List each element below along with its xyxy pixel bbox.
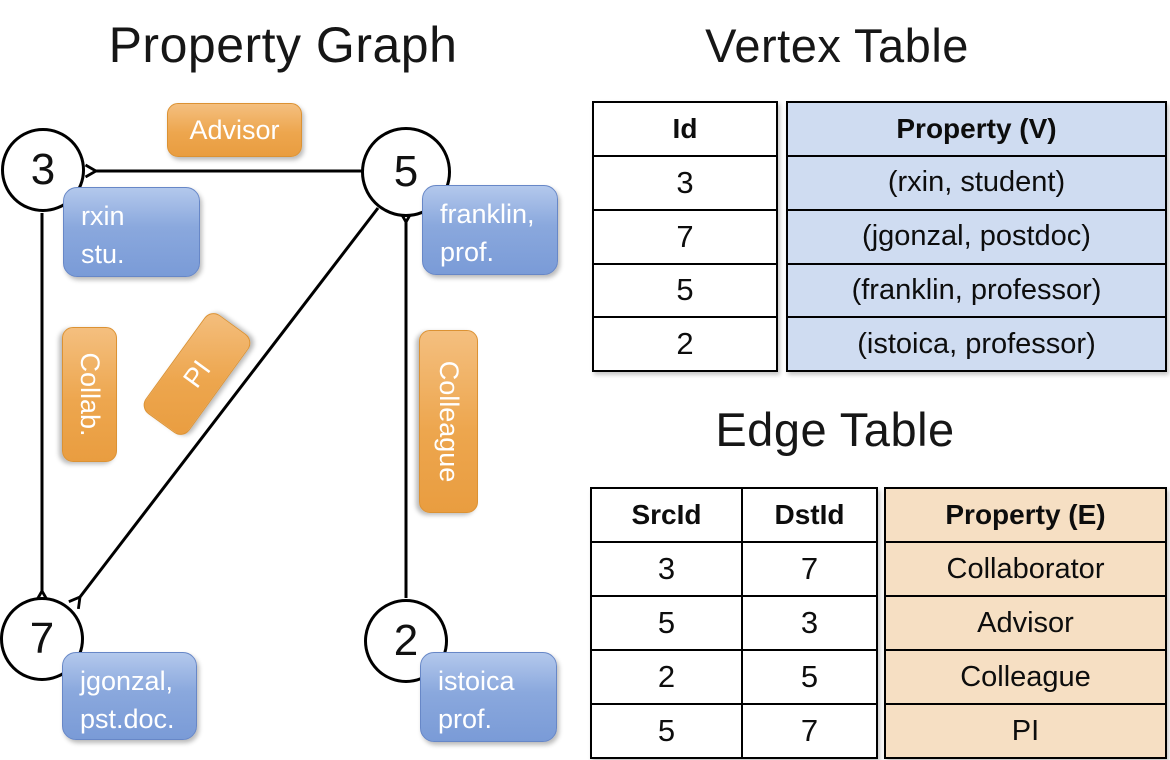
edge-table-dst-cell: 7 — [741, 705, 876, 757]
vertex-table-property-cell: (jgonzal, postdoc) — [788, 208, 1165, 263]
edge-table-src-cell: 5 — [657, 605, 676, 640]
edge-table-property-column: Property (E) Collaborator Advisor Collea… — [884, 487, 1167, 759]
edge-table-dst-cell: 3 — [741, 597, 876, 649]
node-id-label: 3 — [30, 145, 56, 194]
edge-table-header-srcid: SrcId — [631, 499, 702, 530]
edge-label-text: Collab. — [75, 352, 105, 437]
edge-table-property-cell: Collaborator — [886, 541, 1165, 595]
card-line: franklin, — [440, 199, 535, 229]
property-graph-title: Property Graph — [108, 17, 458, 73]
card-line: pst.doc. — [80, 704, 175, 735]
edge-table-row: 3 7 — [592, 541, 876, 595]
edge-table-row: 5 7 — [592, 703, 876, 757]
edge-label-colleague: Colleague — [419, 330, 478, 513]
vertex-card-jgonzal: jgonzal, pst.doc. — [62, 652, 197, 740]
vertex-table-property-cell: (franklin, professor) — [788, 262, 1165, 317]
vertex-card-istoica: istoica prof. — [420, 652, 557, 742]
vertex-table-title: Vertex Table — [705, 19, 969, 72]
edge-table-dst-cell: 7 — [741, 543, 876, 595]
edge-label-text: Advisor — [189, 114, 280, 145]
card-line: jgonzal, — [80, 666, 174, 696]
edge-table-header-dstid: DstId — [741, 489, 876, 541]
card-line: istoica — [438, 666, 515, 696]
vertex-table-id-column: Id 3 7 5 2 — [592, 101, 778, 372]
edge-table-dst-cell: 5 — [741, 651, 876, 703]
vertex-table-id-cell: 2 — [594, 316, 776, 370]
vertex-table-id-cell: 3 — [594, 155, 776, 209]
edge-table-header-property: Property (E) — [886, 489, 1165, 541]
edge-label-text: PI — [176, 354, 217, 393]
edge-table-property-cell: Colleague — [886, 649, 1165, 703]
vertex-table-id-cell: 5 — [594, 262, 776, 317]
card-line: stu. — [81, 239, 125, 270]
vertex-card-franklin: franklin, prof. — [422, 185, 558, 275]
edge-table-src-cell: 3 — [657, 551, 676, 586]
edge-table-property-cell: PI — [886, 703, 1165, 757]
edge-table-src-cell: 2 — [657, 659, 676, 694]
edge-label-text: Colleague — [434, 360, 464, 483]
edge-table-row: 2 5 — [592, 649, 876, 703]
edge-label-collab: Collab. — [62, 327, 117, 462]
edge-table-property-cell: Advisor — [886, 595, 1165, 649]
vertex-card-rxin: rxin stu. — [63, 187, 200, 277]
card-line: prof. — [440, 237, 495, 268]
vertex-table-property-column: Property (V) (rxin, student) (jgonzal, p… — [786, 101, 1167, 372]
edge-table-src-cell: 5 — [657, 713, 676, 748]
vertex-table-id-cell: 7 — [594, 208, 776, 263]
vertex-table-header-id: Id — [672, 113, 698, 144]
node-id-label: 2 — [393, 616, 419, 665]
node-id-label: 7 — [29, 614, 55, 663]
card-line: prof. — [438, 704, 493, 735]
edge-arrow-5-7 — [80, 207, 380, 597]
edge-table-src-dst-columns: SrcId DstId 3 7 5 3 2 5 5 7 — [590, 487, 878, 759]
vertex-table-property-cell: (istoica, professor) — [788, 316, 1165, 370]
card-line: rxin — [81, 201, 125, 231]
node-id-label: 5 — [393, 147, 419, 196]
edge-table-header-row: SrcId DstId — [592, 489, 876, 541]
edge-table-title: Edge Table — [715, 403, 955, 456]
vertex-table-header-property: Property (V) — [788, 103, 1165, 155]
edge-table-row: 5 3 — [592, 595, 876, 649]
node-circle-3: 3 — [1, 128, 85, 212]
edge-label-advisor: Advisor — [167, 103, 302, 157]
vertex-table-property-cell: (rxin, student) — [788, 155, 1165, 209]
